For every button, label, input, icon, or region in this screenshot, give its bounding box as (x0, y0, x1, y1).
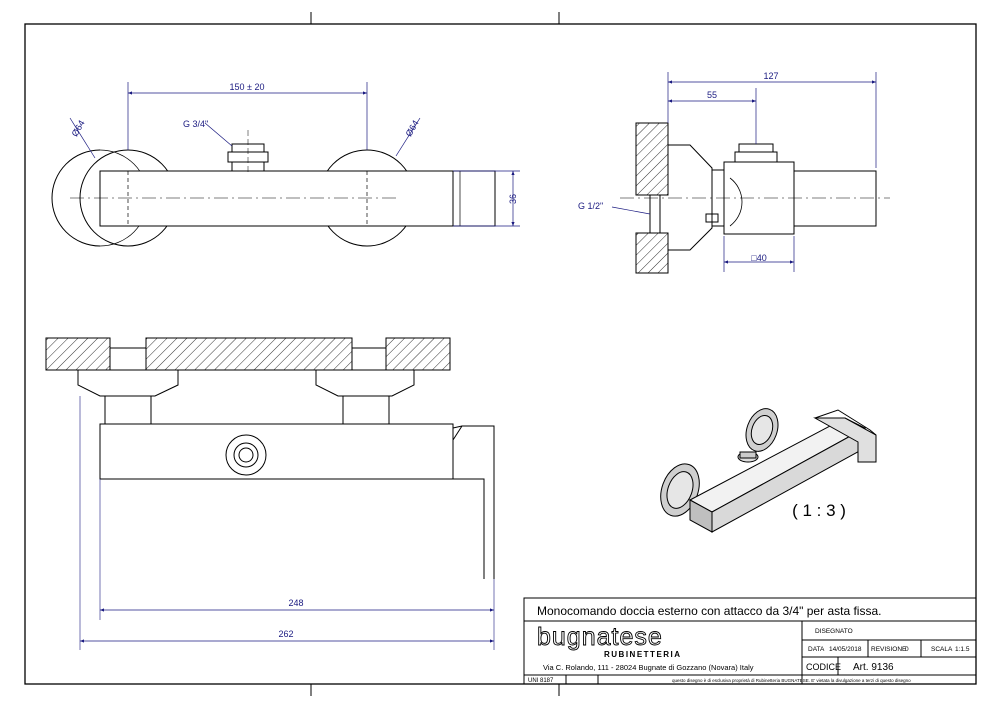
dim-inner-length: 248 (288, 598, 303, 608)
sheet-border (24, 12, 977, 696)
dim-square: □40 (751, 253, 766, 263)
codice-label: CODICE (806, 662, 841, 672)
drawing-title: Monocomando doccia esterno con attacco d… (537, 604, 881, 618)
scala-value: 1:1.5 (955, 646, 970, 653)
scala-label: SCALA (931, 646, 953, 653)
dim-thread-inlet: G 3/4" (183, 119, 208, 129)
dim-thread-outlet: G 1/2" (578, 201, 603, 211)
dim-offset: 55 (707, 90, 717, 100)
company-logo-sub: RUBINETTERIA (604, 650, 682, 659)
front-view-dimensions (80, 608, 494, 643)
standard-label: UNI 8187 (528, 678, 554, 684)
disclaimer: questo disegno è di esclusiva proprietà … (672, 678, 911, 683)
dim-height: 36 (508, 194, 518, 204)
side-view (620, 122, 890, 274)
revisione-value: 0 (905, 646, 909, 653)
scale-note: ( 1 : 3 ) (792, 501, 846, 520)
revisione-label: REVISIONE (871, 646, 907, 653)
front-view (45, 337, 495, 650)
disegnato-label: DISEGNATO (815, 628, 853, 635)
side-view-dimensions (611, 72, 877, 272)
data-label: DATA (808, 646, 825, 653)
top-view (51, 130, 496, 247)
data-value: 14/05/2018 (829, 646, 862, 653)
isometric-view (660, 408, 877, 533)
dim-overall-depth: 127 (763, 71, 778, 81)
dim-overall-length: 262 (278, 629, 293, 639)
title-block (523, 597, 977, 685)
top-view-dimensions (69, 82, 520, 227)
company-logo: bugnatese (537, 623, 663, 651)
codice-value: Art. 9136 (853, 662, 894, 673)
dim-spacing: 150 ± 20 (230, 82, 265, 92)
company-address: Via C. Rolando, 111 - 28024 Bugnate di G… (543, 663, 754, 672)
